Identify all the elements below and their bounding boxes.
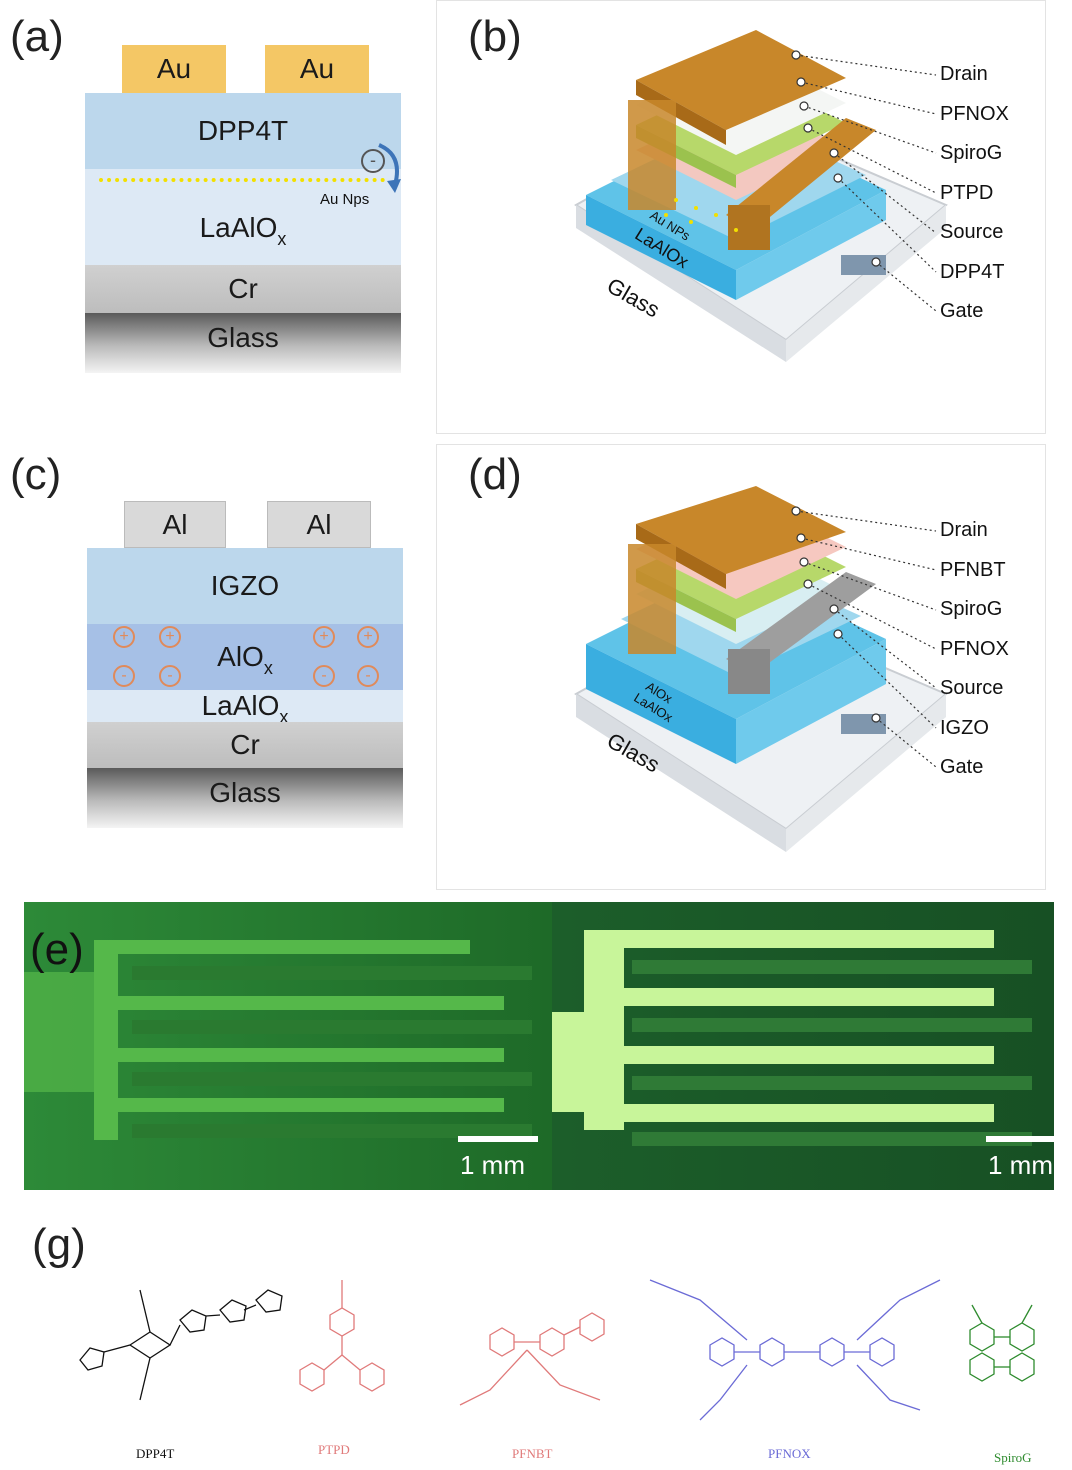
au-nps-label: Au Nps [320, 191, 370, 208]
callout-pfnbt-d: PFNBT [940, 558, 1006, 581]
molecule-name-spirog: SpiroG [994, 1450, 1032, 1465]
positive-ion-icon: + [113, 626, 135, 648]
callout-pfnox: PFNOX [940, 102, 1009, 125]
callout-igzo-d: IGZO [940, 716, 989, 739]
scale-bar-right-label: 1 mm [988, 1150, 1053, 1180]
molecule-name-ptpd: PTPD [318, 1442, 350, 1457]
al-right-label: Al [306, 508, 332, 540]
callout-drain-d: Drain [940, 519, 988, 541]
panel-d-device-3d [574, 486, 948, 852]
glass-substrate: Glass [85, 313, 401, 373]
dpp4t-layer: DPP4T [85, 93, 401, 169]
callout-dpp4t: DPP4T [940, 260, 1005, 283]
negative-ion-icon: - [159, 665, 181, 687]
panel-e-micrograph [24, 902, 1054, 1190]
molecule-name-dpp4t: DPP4T [136, 1446, 175, 1461]
cr-label: Cr [228, 273, 258, 304]
callout-source: Source [940, 221, 1004, 243]
callout-spirog: SpiroG [940, 142, 1003, 164]
negative-ion-icon: - [113, 665, 135, 687]
alox-layer: AlOx [87, 624, 403, 690]
callout-pfnox-d: PFNOX [940, 637, 1009, 660]
panel-b-callouts: Drain PFNOX SpiroG PTPD Source DPP4T Gat… [940, 63, 1009, 340]
laalox-layer-c: LaAlOx [87, 690, 403, 727]
callout-source-d: Source [940, 677, 1004, 699]
molecule-names: DPP4T PTPD PFNBT PFNOX SpiroG [0, 1442, 1072, 1466]
au-electrode-left: Au [122, 45, 226, 93]
panel-a-device-stack: Au Au DPP4T LaAlOx Au Nps - Cr Glass [85, 45, 401, 375]
positive-ion-icon: + [313, 626, 335, 648]
al-left-label: Al [162, 508, 188, 540]
callout-spirog-d: SpiroG [940, 598, 1003, 620]
dpp4t-label: DPP4T [197, 115, 289, 146]
igzo-label: IGZO [210, 570, 280, 601]
cr-label-c: Cr [230, 729, 260, 760]
laalox-label: LaAlOx [199, 212, 287, 249]
glass-label: Glass [207, 322, 279, 353]
panel-c-device-stack: Al Al IGZO AlOx LaAlOx Cr Glass + + + + … [87, 501, 403, 829]
igzo-layer: IGZO [87, 548, 403, 624]
molecule-name-pfnbt: PFNBT [512, 1446, 553, 1461]
electron-charge-icon: - [361, 149, 385, 173]
glass-substrate-c: Glass [87, 768, 403, 828]
alox-label: AlOx [217, 641, 273, 678]
callout-gate-d: Gate [940, 756, 984, 778]
negative-ion-icon: - [313, 665, 335, 687]
interdigitated-electrode-images [24, 902, 1054, 1190]
panel-d-callouts: Drain PFNBT SpiroG PFNOX Source IGZO Gat… [940, 519, 1009, 796]
callout-gate: Gate [940, 300, 984, 322]
panel-b-label: (b) [468, 12, 522, 61]
au-electrode-left-label: Au [156, 53, 192, 84]
al-electrode-right: Al [267, 501, 371, 548]
glass-label-c: Glass [209, 777, 281, 808]
panel-d-label: (d) [468, 450, 522, 499]
panel-a-label: (a) [10, 12, 64, 61]
cr-gate-layer-c: Cr [87, 722, 403, 768]
au-electrode-right-label: Au [299, 53, 335, 84]
molecule-name-pfnox: PFNOX [768, 1446, 811, 1461]
laalox-layer: LaAlOx [85, 169, 401, 265]
negative-ion-icon: - [357, 665, 379, 687]
panel-e-label: (e) [30, 925, 84, 974]
callout-ptpd: PTPD [940, 181, 994, 204]
chemical-structures [79, 1279, 1035, 1421]
au-electrode-right: Au [265, 45, 369, 93]
al-electrode-left: Al [124, 501, 226, 548]
charge-trap-arrow-icon [378, 143, 401, 193]
cr-gate-layer: Cr [85, 265, 401, 313]
panel-b-device-3d [574, 30, 948, 362]
panel-g-label: (g) [32, 1220, 86, 1269]
positive-ion-icon: + [159, 626, 181, 648]
laalox-label-c: LaAlOx [201, 690, 289, 727]
au-nanoparticle-dots [99, 178, 385, 182]
callout-drain: Drain [940, 63, 988, 85]
positive-ion-icon: + [357, 626, 379, 648]
scale-bar-left-label: 1 mm [460, 1150, 525, 1180]
panel-c-label: (c) [10, 450, 62, 499]
